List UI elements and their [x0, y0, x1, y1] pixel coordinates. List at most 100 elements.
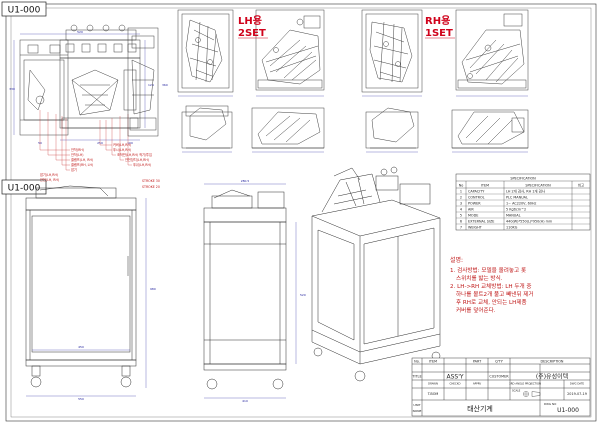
spec-cell: EXTERNAL SIZE	[468, 219, 494, 223]
stand-front-dims	[26, 198, 147, 397]
tb-header-no: No.	[414, 360, 420, 364]
dim-stand-side-height: 520	[300, 293, 306, 297]
svg-text:U1-000: U1-000	[8, 6, 41, 16]
inner-border	[10, 7, 592, 418]
tb-header-desc: DESCRIPTION	[541, 360, 564, 364]
tb-projection-label: 3RD ANGLE PROJECTION	[509, 382, 541, 386]
spec-cell: POWER	[468, 201, 481, 205]
spec-cell: 440(W)*550(L)*950(H) mm	[506, 219, 553, 223]
dim-front-small-2: 100	[127, 141, 133, 145]
spec-cell: PLC MANUAL	[506, 195, 528, 199]
tb-drawn-label: DRAWN	[428, 382, 438, 386]
dim-front-width: 520	[77, 30, 83, 34]
tb-dwg-no-label: DWG NO	[544, 402, 557, 406]
tb-title-value: ASS'Y	[446, 374, 463, 381]
side-view-jig	[127, 27, 159, 137]
notes-line-2: 스위치를 밟는 방식.	[456, 274, 503, 282]
spec-cell: CONTROL	[468, 195, 485, 199]
tb-unit-label: UNIT	[413, 403, 420, 407]
tb-company: 태산기계	[467, 404, 493, 413]
spec-cell: MANUAL	[506, 213, 521, 217]
dim-stand-front-width: 550	[78, 397, 84, 401]
notes-line-5: 후 RH로 교체, 안되는 LH제품	[456, 298, 527, 306]
notes-line-3: 2. LH->RH 교체방법: LH 두개 중	[450, 282, 532, 290]
spec-header-spec: SPECIFICATION	[525, 184, 551, 188]
front-label-9: 안전장치(LH,RH)	[125, 157, 149, 162]
spec-cell: 5 Kgf/cm^2	[506, 207, 526, 211]
spec-cell: 1	[460, 189, 462, 193]
spec-cell: AIR	[468, 207, 474, 211]
tb-date-value: 2019-07-19	[567, 392, 587, 396]
tb-header-item: ITEM	[429, 360, 437, 364]
spec-cell: MODE	[468, 213, 478, 217]
notes-line-6: 커버를 덮어준다.	[456, 306, 496, 314]
dim-stand-side-top: 280.5	[241, 179, 250, 183]
spec-header-item: ITEM	[481, 184, 489, 188]
rh-assembly-views	[361, 9, 529, 149]
notes-line-1: 1. 검사방법: 모델을 올려놓고 롯	[450, 266, 526, 274]
front-label-12: 안전(LH, RH)	[40, 177, 59, 182]
notes-title: 설명:	[450, 256, 463, 264]
front-label-8: 조작반(LH,RH) 적기/투입	[117, 152, 152, 157]
spec-cell: WEIGHT	[468, 225, 483, 229]
front-label-11: 잡기(LH,RH)	[40, 172, 58, 177]
svg-text:2SET: 2SET	[238, 28, 266, 39]
spec-header-no: No	[459, 184, 464, 188]
callout-stroke-30: STROKE 30	[142, 179, 160, 183]
tb-checkd-label: CHECKD	[450, 382, 461, 386]
spec-cell: 5	[460, 213, 462, 217]
title-block-text: No. ITEM PART Q'TY DESCRIPTION TITLE ASS…	[411, 360, 586, 415]
spec-cell: 1~ AC220V, 60Hz	[506, 201, 537, 205]
outer-border	[5, 3, 597, 422]
dim-stand-side-width: 410	[242, 399, 248, 403]
lh-assembly-views	[177, 9, 325, 149]
tb-customer-label: CUSTOMER	[489, 375, 509, 379]
spec-header-note: 비고	[578, 183, 584, 188]
lh-title: LH용 2SET	[238, 15, 268, 39]
tb-date-label: DWG DATE	[570, 382, 585, 386]
spec-cell: 6	[460, 219, 462, 223]
notes-line-4: 하나를 볼트2개 풀고 빼낸뒤 제거	[456, 290, 534, 298]
front-label-7: 푸시(LH,RH)	[113, 148, 131, 152]
isometric-view	[311, 166, 441, 382]
dim-stand-front-height: 980	[150, 287, 156, 291]
tb-unit-value: NONE	[413, 409, 422, 413]
title-block	[411, 357, 591, 417]
rh-dimensions	[362, 95, 528, 153]
front-label-2: 안착(LH)	[71, 152, 84, 157]
svg-text:1SET: 1SET	[425, 28, 453, 39]
svg-text:U1-000: U1-000	[8, 184, 41, 194]
svg-text:RH용: RH용	[425, 15, 450, 27]
notes-block: 설명: 1. 검사방법: 모델을 올려놓고 롯 스위치를 밟는 방식. 2. L…	[450, 256, 534, 314]
stand-front-view	[25, 185, 137, 388]
spec-cell: 110KG	[506, 225, 518, 229]
rh-title: RH용 1SET	[425, 15, 455, 39]
front-label-6: 커버(LH,RH)	[113, 142, 131, 147]
front-label-3: 클램프(LH, RH)	[71, 157, 93, 162]
stand-side-dims	[204, 183, 297, 399]
projection-symbol-icon	[523, 391, 541, 397]
lh-dimensions	[178, 95, 324, 153]
tb-customer-value: (주)유성이텍	[536, 373, 568, 381]
dim-front-right: 124	[148, 83, 154, 87]
spec-cell: 4	[460, 207, 462, 211]
front-label-4: 클램프(RH, LH)	[71, 162, 93, 167]
tb-apprv-label: APPRV	[473, 382, 482, 386]
drawing-number-badge-left: U1-000	[1, 179, 47, 195]
dim-front-height: 330	[9, 87, 15, 91]
callout-stroke-20: STROKE 20	[142, 185, 160, 189]
tb-scale-label: SCALE	[512, 389, 521, 393]
tb-dwg-no: U1-000	[557, 407, 579, 414]
svg-text:LH용: LH용	[238, 15, 262, 27]
spec-cell: LH 2개 검사, RH 1개 검사	[506, 188, 546, 193]
spec-title: SPECIFICATION	[510, 177, 536, 181]
tb-title-label: TITLE	[411, 375, 421, 379]
spec-table: SPECIFICATION No ITEM SPECIFICATION 비고 1…	[455, 173, 591, 231]
front-label-5: 잡기	[71, 167, 77, 172]
spec-cell: 2	[460, 195, 462, 199]
dim-stand-front-inner: 450	[78, 345, 84, 349]
tb-header-qty: Q'TY	[495, 360, 504, 364]
dim-side-height: 360	[162, 83, 168, 87]
spec-cell: CAPACITY	[468, 189, 485, 193]
